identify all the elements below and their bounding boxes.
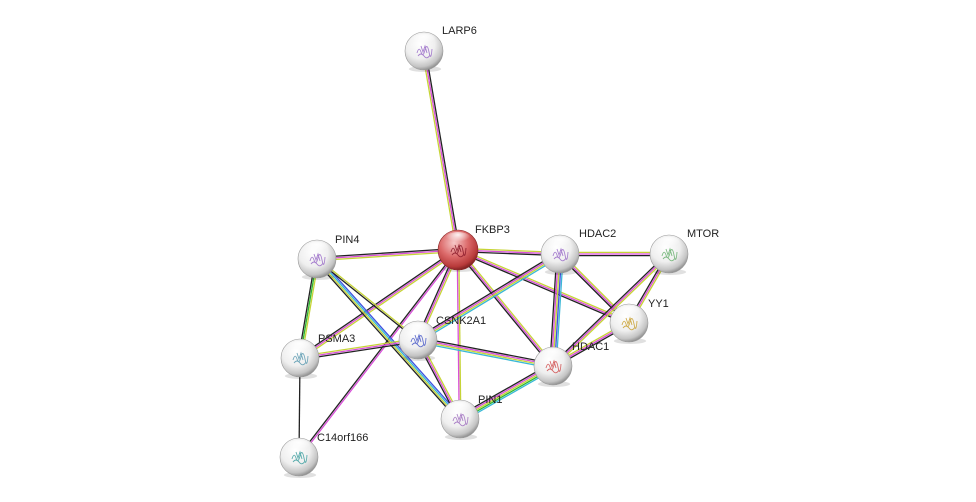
protein-structure-icon bbox=[450, 243, 467, 258]
edge-pin4-csnk2a1[interactable] bbox=[316, 257, 419, 342]
edge-evidence-coexpression bbox=[297, 249, 458, 457]
node-highlight bbox=[540, 348, 566, 363]
protein-structure-icon bbox=[410, 333, 427, 348]
edge-hdac1-csnk2a1[interactable] bbox=[417, 337, 554, 369]
edge-evidence-coexpression bbox=[457, 250, 629, 326]
edge-evidence-databases bbox=[418, 255, 562, 343]
edge-mtor-hdac1[interactable] bbox=[551, 252, 671, 368]
edge-fkbp3-psma3[interactable] bbox=[298, 248, 460, 360]
protein-structure-icon bbox=[309, 252, 326, 267]
edge-evidence-textmining bbox=[417, 340, 553, 368]
edge-evidence-textmining bbox=[458, 247, 630, 323]
edge-evidence-coexpression bbox=[314, 260, 459, 422]
node-c14orf166[interactable]: C14orf166 bbox=[279, 432, 368, 478]
protein-structure-icon bbox=[416, 44, 433, 59]
node-larp6[interactable]: LARP6 bbox=[404, 25, 477, 72]
node-label: PIN1 bbox=[478, 394, 502, 406]
node-pin4[interactable]: PIN4 bbox=[297, 234, 359, 280]
edge-evidence-experiments bbox=[299, 249, 459, 359]
edge-evidence-textmining bbox=[421, 51, 458, 251]
edge-evidence-textmining bbox=[418, 254, 561, 342]
edge-evidence-experiments bbox=[457, 249, 554, 367]
node-label: HDAC1 bbox=[572, 341, 609, 353]
edge-evidence-coexpression bbox=[416, 251, 560, 339]
node-hdac2[interactable]: HDAC2 bbox=[540, 228, 616, 275]
protein-structure-icon bbox=[291, 450, 308, 465]
edge-evidence-textmining bbox=[315, 259, 460, 420]
edge-evidence-coexpression bbox=[316, 259, 418, 342]
edge-psma3-csnk2a1[interactable] bbox=[299, 337, 419, 361]
node-hdac1[interactable]: HDAC1 bbox=[533, 341, 609, 387]
edge-hdac2-csnk2a1[interactable] bbox=[416, 251, 562, 343]
edge-evidence-coexpression bbox=[316, 247, 458, 259]
edge-fkbp3-yy1[interactable] bbox=[457, 247, 630, 326]
edge-evidence-coexpression bbox=[418, 337, 554, 365]
node-yy1[interactable]: YY1 bbox=[609, 298, 669, 344]
node-highlight bbox=[286, 439, 312, 454]
edge-pin4-pin1[interactable] bbox=[314, 256, 463, 422]
edge-evidence-experiments bbox=[299, 250, 460, 458]
edge-evidence-databases bbox=[417, 341, 553, 369]
edge-evidence-textmining bbox=[458, 248, 555, 366]
edge-evidence-experiments bbox=[418, 338, 554, 366]
edge-evidence-textmining bbox=[458, 249, 462, 419]
node-label: HDAC2 bbox=[579, 228, 616, 240]
edge-evidence-coexpression bbox=[456, 250, 553, 368]
edge-evidence-experiments bbox=[456, 250, 460, 420]
edge-fkbp3-larp6[interactable] bbox=[421, 50, 461, 251]
edge-evidence-experiments bbox=[299, 339, 419, 359]
edge-evidence-textmining bbox=[299, 337, 418, 358]
edge-evidence-textmining bbox=[317, 257, 419, 340]
edge-evidence-cooccurrence bbox=[318, 256, 463, 418]
node-fkbp3[interactable]: FKBP3 bbox=[437, 224, 510, 272]
node-highlight bbox=[447, 401, 473, 416]
node-highlight bbox=[547, 236, 573, 251]
edge-evidence-experiments bbox=[316, 249, 459, 260]
protein-structure-icon bbox=[292, 351, 309, 366]
node-highlight bbox=[616, 305, 642, 320]
protein-structure-icon bbox=[621, 316, 638, 331]
edge-evidence-coexpression bbox=[424, 50, 461, 250]
protein-structure-icon bbox=[552, 247, 569, 262]
edge-evidence-textmining bbox=[300, 250, 460, 360]
edge-evidence-databases bbox=[317, 258, 462, 419]
protein-structure-icon bbox=[545, 359, 562, 374]
edge-evidence-coexpression bbox=[300, 340, 419, 361]
node-highlight bbox=[304, 241, 330, 256]
node-highlight bbox=[445, 232, 471, 246]
edge-fkbp3-pin1[interactable] bbox=[456, 249, 462, 420]
node-label: MTOR bbox=[687, 228, 719, 240]
node-csnk2a1[interactable]: CSNK2A1 bbox=[398, 315, 486, 361]
node-pin1[interactable]: PIN1 bbox=[440, 394, 502, 440]
edge-evidence-coexpression bbox=[298, 248, 458, 358]
edge-evidence-experiments bbox=[417, 252, 560, 340]
edge-fkbp3-pin4[interactable] bbox=[316, 247, 459, 262]
edge-fkbp3-hdac1[interactable] bbox=[456, 248, 555, 368]
protein-structure-icon bbox=[452, 412, 469, 427]
node-psma3[interactable]: PSMA3 bbox=[280, 333, 355, 379]
edge-evidence-experiments bbox=[423, 50, 459, 251]
edge-evidence-textmining bbox=[553, 254, 671, 368]
node-label: PSMA3 bbox=[318, 333, 355, 345]
node-label: C14orf166 bbox=[317, 432, 368, 444]
node-label: CSNK2A1 bbox=[436, 315, 486, 327]
node-highlight bbox=[656, 236, 682, 251]
node-mtor[interactable]: MTOR bbox=[649, 228, 719, 275]
edge-evidence-experiments bbox=[457, 249, 630, 324]
node-label: YY1 bbox=[648, 298, 669, 310]
node-label: FKBP3 bbox=[475, 224, 510, 236]
node-label: LARP6 bbox=[442, 25, 477, 37]
protein-structure-icon bbox=[661, 247, 678, 262]
edge-fkbp3-c14orf166[interactable] bbox=[297, 249, 460, 458]
node-highlight bbox=[287, 340, 313, 355]
edge-evidence-textmining bbox=[317, 250, 459, 262]
node-highlight bbox=[411, 33, 437, 48]
node-label: PIN4 bbox=[335, 234, 359, 246]
node-highlight bbox=[405, 322, 431, 337]
edge-evidence-experiments bbox=[552, 253, 670, 367]
edge-evidence-coexpression bbox=[551, 252, 669, 366]
